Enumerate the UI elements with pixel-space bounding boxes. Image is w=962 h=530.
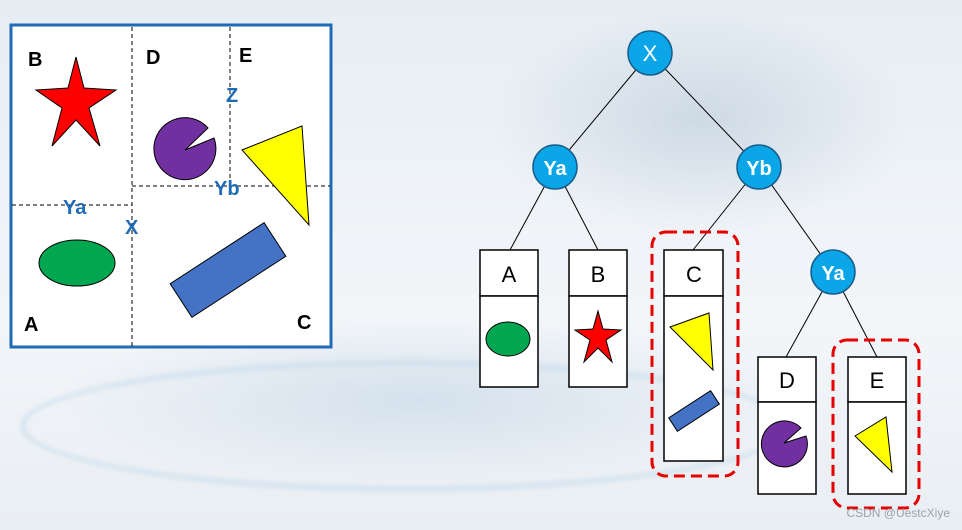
leaf-d-label: D <box>779 368 795 393</box>
tree-node-ya-circle <box>532 144 578 190</box>
leaf-e: E <box>831 338 921 510</box>
pacman-shape <box>153 117 217 181</box>
leaf-d-pacman-shape <box>760 420 808 468</box>
leaf-c-triangle-shape <box>669 312 714 372</box>
leaf-d: D <box>757 356 817 495</box>
axis-label-x: X <box>125 217 139 239</box>
leaf-a-ellipse-shape <box>485 321 531 357</box>
leaf-e-label: E <box>870 368 885 393</box>
edge-x-yb <box>649 52 760 168</box>
ellipse-shape <box>38 239 116 287</box>
leaf-b-label: B <box>591 262 606 287</box>
watermark: CSDN @UestcXiye <box>846 506 950 520</box>
tree-node-x-circle <box>627 30 673 76</box>
region-label-b: B <box>28 49 42 71</box>
leaf-d-header-box <box>757 356 817 403</box>
region-label-d: D <box>146 47 160 69</box>
tree-node-x-label: X <box>643 41 658 66</box>
leaf-b-star-shape <box>573 309 623 364</box>
tree-node-ya2-circle <box>810 249 856 295</box>
tree-node-yb-circle <box>736 144 782 190</box>
leaf-c-header-box <box>663 249 724 297</box>
star-shape <box>34 56 118 147</box>
leaf-c-rectangle-shape <box>667 389 721 433</box>
rectangle-shape <box>169 222 287 318</box>
tree-panel: X Ya Yb Ya A B <box>479 30 921 510</box>
leaf-c-label: C <box>686 262 702 287</box>
axis-label-yb: Yb <box>214 178 240 200</box>
leaf-a-label: A <box>502 262 517 287</box>
tree-node-ya2-label: Ya <box>821 263 845 285</box>
region-label-a: A <box>24 314 38 336</box>
axis-label-z: Z <box>226 85 238 107</box>
leaf-b-header-box <box>568 249 628 297</box>
leaf-e-triangle-shape <box>854 416 893 474</box>
edge-x-ya <box>554 52 651 168</box>
partition-panel: B D E A C Z Ya X Yb <box>9 23 333 349</box>
triangle-shape <box>241 125 310 227</box>
axis-label-ya: Ya <box>63 197 87 219</box>
tree-node-yb-label: Yb <box>746 158 772 180</box>
region-label-e: E <box>239 45 252 67</box>
leaf-a: A <box>479 249 539 388</box>
tree-node-ya-label: Ya <box>543 158 567 180</box>
leaf-e-header-box <box>847 356 907 403</box>
leaf-e-highlight <box>831 338 921 510</box>
leaf-c-highlight <box>650 230 740 478</box>
leaf-b: B <box>568 249 628 388</box>
leaf-c: C <box>650 230 740 478</box>
leaf-a-header-box <box>479 249 539 297</box>
region-label-c: C <box>297 312 311 334</box>
